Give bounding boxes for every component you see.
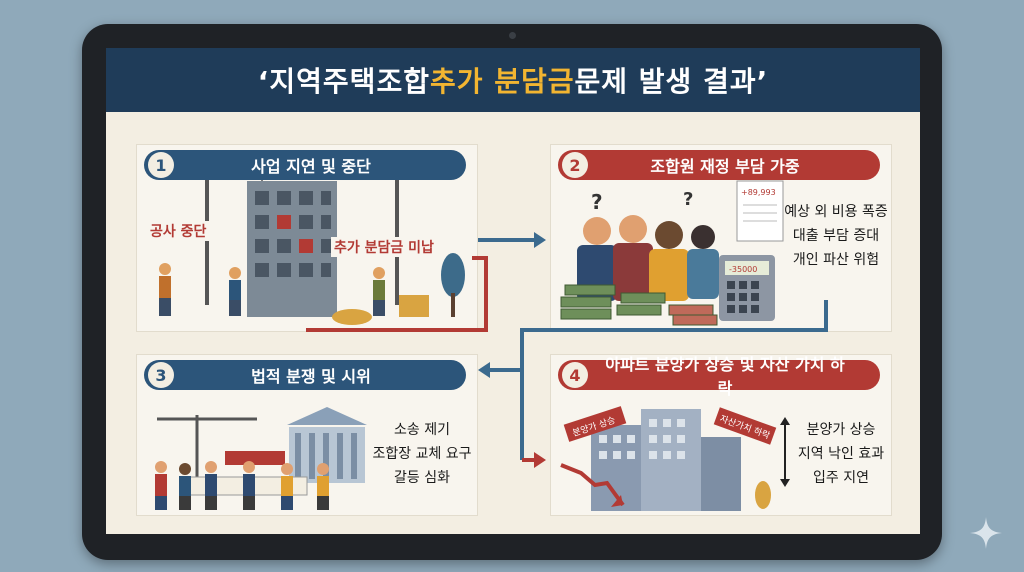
infographic-title: ‘지역주택조합 추가 분담금 문제 발생 결과’ — [106, 48, 920, 112]
section-4-line-3: 입주 지연 — [813, 470, 869, 486]
section-4-header: 4 아파트 분양가 상승 및 자산 가치 하락 — [558, 355, 880, 398]
section-3-header: 3 법적 분쟁 및 시위 — [144, 360, 466, 390]
section-2-heading: 조합원 재정 부담 가중 — [650, 157, 800, 176]
section-2-line-2: 대출 부담 증대 — [792, 228, 880, 244]
section-3-number: 3 — [148, 362, 174, 388]
label-unpaid-contribution: 추가 분담금 미납 — [331, 237, 437, 257]
section-4-line-2: 지역 낙인 효과 — [797, 446, 885, 462]
section-2-number: 2 — [562, 152, 588, 178]
infographic-screen: ‘지역주택조합 추가 분담금 문제 발생 결과’ — [106, 48, 920, 534]
section-2-line-1: 예상 외 비용 폭증 — [784, 204, 888, 220]
section-1-header: 1 사업 지연 및 중단 — [144, 150, 466, 180]
title-highlight: 추가 분담금 — [429, 65, 575, 98]
section-4-line-1: 분양가 상승 — [806, 422, 876, 438]
document-amount: +89,993 — [741, 188, 776, 197]
section-2-line-3: 개인 파산 위험 — [792, 252, 880, 268]
protest-illustration — [155, 407, 367, 510]
section-4-heading: 아파트 분양가 상승 및 자산 가치 하락 — [605, 355, 845, 398]
section-3-heading: 법적 분쟁 및 시위 — [251, 367, 371, 386]
arrow-head-to-section-4 — [534, 452, 546, 468]
svg-text:?: ? — [591, 190, 603, 214]
camera-dot — [509, 32, 516, 39]
svg-text:?: ? — [683, 189, 693, 210]
sparkle-icon — [970, 517, 1002, 549]
section-1-heading: 사업 지연 및 중단 — [251, 157, 371, 176]
section-2-header: 2 조합원 재정 부담 가중 — [558, 150, 880, 180]
section-1-number: 1 — [148, 152, 174, 178]
section-3-line-2: 조합장 교체 요구 — [372, 446, 472, 462]
title-prefix: ‘지역주택조합 — [257, 65, 430, 98]
arrow-head-to-section-2 — [534, 232, 546, 248]
title-suffix: 문제 발생 결과’ — [574, 65, 769, 98]
section-4-number: 4 — [562, 362, 588, 388]
calculator-amount: -35000 — [729, 265, 757, 274]
tablet-frame: ‘지역주택조합 추가 분담금 문제 발생 결과’ — [82, 24, 942, 560]
section-3-line-3: 갈등 심화 — [394, 470, 450, 486]
arrow-head-to-section-3 — [478, 362, 490, 378]
section-3-line-1: 소송 제기 — [394, 422, 450, 438]
label-construction-halt: 공사 중단 — [147, 221, 210, 241]
